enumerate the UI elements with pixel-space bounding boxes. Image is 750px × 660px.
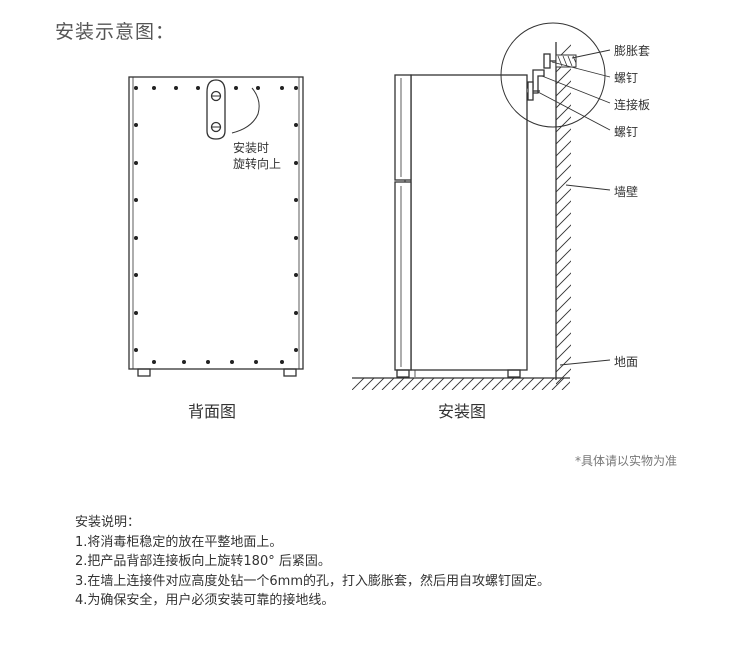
label-connecting-plate: 连接板 <box>614 98 651 112</box>
floor-hatch <box>352 378 570 390</box>
disclaimer-note: *具体请以实物为准 <box>575 454 678 468</box>
wall-hatch <box>556 44 571 385</box>
lower-door <box>394 181 412 371</box>
foot-right <box>283 368 297 377</box>
label-expansion-sleeve: 膨胀套 <box>614 44 651 58</box>
connecting-plate <box>206 79 226 140</box>
install-view-drawing <box>352 22 611 390</box>
install-foot-back <box>507 369 521 378</box>
detail-magnifier <box>500 22 606 128</box>
page-title: 安装示意图： <box>55 21 176 43</box>
installation-instructions: 安装说明： 1.将消毒柜稳定的放在平整地面上。 2.把产品背部连接板向上旋转18… <box>75 513 550 611</box>
back-view-drawing <box>128 76 304 377</box>
instructions-heading: 安装说明： <box>75 515 141 530</box>
label-screw-bottom: 螺钉 <box>614 125 639 139</box>
instruction-step: 3.在墙上连接件对应高度处钻一个6mm的孔，打入膨胀套，然后用自攻螺钉固定。 <box>75 573 551 589</box>
label-wall: 墙壁 <box>614 185 639 199</box>
install-view-caption: 安装图 <box>438 402 487 421</box>
instruction-step: 4.为确保安全，用户必须安装可靠的接地线。 <box>75 593 335 608</box>
label-floor: 地面 <box>614 355 639 369</box>
rotate-note-line1: 安装时 <box>233 141 270 155</box>
rotate-leader-line <box>231 87 260 134</box>
foot-left <box>137 368 151 377</box>
screw-head-bottom <box>527 81 534 101</box>
rotate-note-line2: 旋转向上 <box>233 157 282 171</box>
cabinet-body <box>410 74 528 371</box>
cabinet-back-panel <box>128 76 304 370</box>
upper-door <box>394 74 412 181</box>
install-foot-front <box>396 369 410 378</box>
instruction-step: 2.把产品背部连接板向上旋转180° 后紧固。 <box>75 554 331 569</box>
instruction-step: 1.将消毒柜稳定的放在平整地面上。 <box>75 534 283 550</box>
screw-head-top <box>543 53 551 69</box>
back-view-caption: 背面图 <box>188 402 237 421</box>
callout-leaders <box>537 49 611 366</box>
label-screw-top: 螺钉 <box>614 71 639 85</box>
back-screw-dots <box>134 86 298 364</box>
rotate-note: 安装时 旋转向上 <box>233 140 281 172</box>
